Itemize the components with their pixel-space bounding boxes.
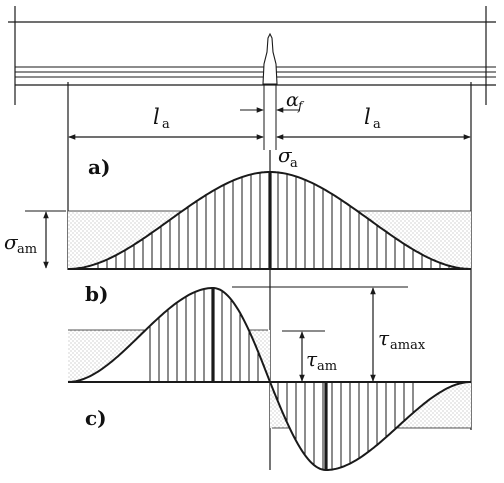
dimension-la-left: l a bbox=[68, 105, 264, 140]
la-right-sub: a bbox=[373, 117, 381, 132]
dimension-la-right: l a bbox=[276, 105, 471, 140]
tau-am-sub: am bbox=[317, 359, 337, 374]
la-left-sub: a bbox=[162, 117, 170, 132]
alpha-f-sub: f bbox=[297, 99, 305, 113]
sigma-am-main: σ bbox=[4, 230, 19, 254]
sigma-am-sub: am bbox=[17, 242, 37, 257]
sigma-a-sub: a bbox=[290, 156, 298, 171]
la-left-main: l bbox=[153, 105, 160, 129]
tau-hatching bbox=[149, 288, 414, 470]
tau-negative-area bbox=[270, 382, 471, 470]
tau-amax-main: τ bbox=[378, 326, 390, 350]
panel-a-label: a) bbox=[88, 155, 110, 179]
alpha-f-main: α bbox=[286, 89, 299, 111]
fiber-break-crack-icon bbox=[262, 32, 278, 85]
tau-positive-area bbox=[68, 288, 270, 382]
composite-strip bbox=[8, 6, 496, 105]
dimension-alpha-f: α f bbox=[240, 89, 305, 113]
panel-a: a) σ a σ am bbox=[4, 143, 471, 270]
la-right-main: l bbox=[364, 105, 371, 129]
tau-curve bbox=[67, 287, 471, 471]
panel-c-label: c) bbox=[85, 406, 107, 430]
tau-amax-sub: amax bbox=[390, 338, 426, 353]
panel-b: b) c) τ amax τ am bbox=[67, 282, 471, 471]
sigma-a-main: σ bbox=[278, 143, 293, 167]
tau-am-main: τ bbox=[306, 347, 318, 371]
panel-b-label: b) bbox=[85, 282, 108, 306]
